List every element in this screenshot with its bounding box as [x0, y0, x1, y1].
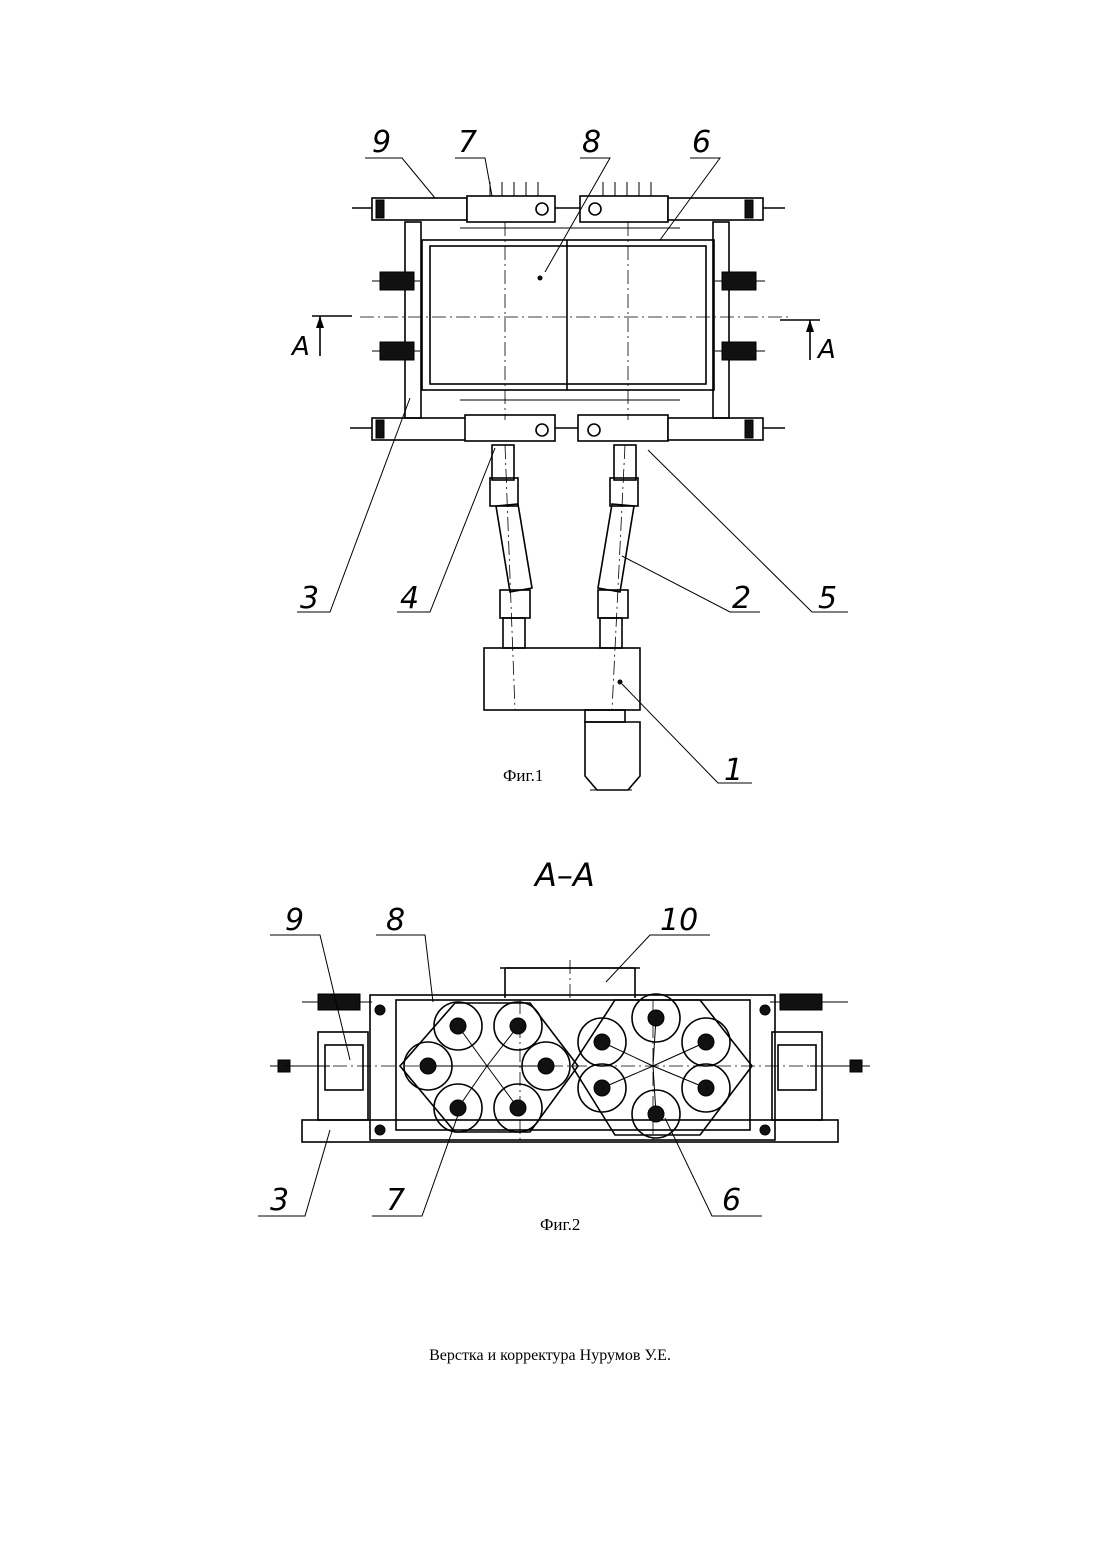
callout-6: 6: [722, 1183, 741, 1218]
callout-10: 10: [660, 903, 698, 938]
callout-2: 2: [732, 581, 751, 616]
figure-2: A–A: [258, 856, 870, 1234]
figure-1-caption: Фиг.1: [503, 766, 543, 785]
callout-7: 7: [386, 1183, 405, 1218]
section-mark-left: A: [290, 316, 352, 362]
callout-4: 4: [400, 581, 419, 616]
figure-2-caption: Фиг.2: [540, 1215, 580, 1234]
callout-1: 1: [724, 753, 743, 788]
callout-6: 6: [692, 125, 711, 160]
layout-credit: Верстка и корректура Нурумов У.Е.: [0, 1347, 1100, 1365]
callout-9: 9: [372, 125, 391, 160]
callout-5: 5: [818, 581, 837, 616]
lower-rod-assembly: [350, 415, 785, 441]
section-mark-left-label: A: [290, 332, 310, 362]
cardan-shaft-right: [598, 445, 638, 710]
callout-7: 7: [458, 125, 477, 160]
chamber-housing: [285, 960, 860, 1140]
callout-3: 3: [270, 1183, 289, 1218]
cardan-shaft-left: [490, 445, 532, 710]
figure-1: A A: [290, 125, 848, 790]
callout-8: 8: [386, 903, 405, 938]
callout-3: 3: [300, 581, 319, 616]
section-mark-right-label: A: [816, 335, 836, 365]
crushing-chamber: [360, 222, 790, 420]
upper-rod-assembly: [352, 182, 785, 222]
leader-lines-fig1: [297, 158, 848, 783]
section-mark-right: A: [780, 320, 836, 365]
callout-8: 8: [582, 125, 601, 160]
callout-9: 9: [285, 903, 304, 938]
section-title: A–A: [533, 856, 595, 894]
left-roller-cluster: [400, 1002, 578, 1132]
